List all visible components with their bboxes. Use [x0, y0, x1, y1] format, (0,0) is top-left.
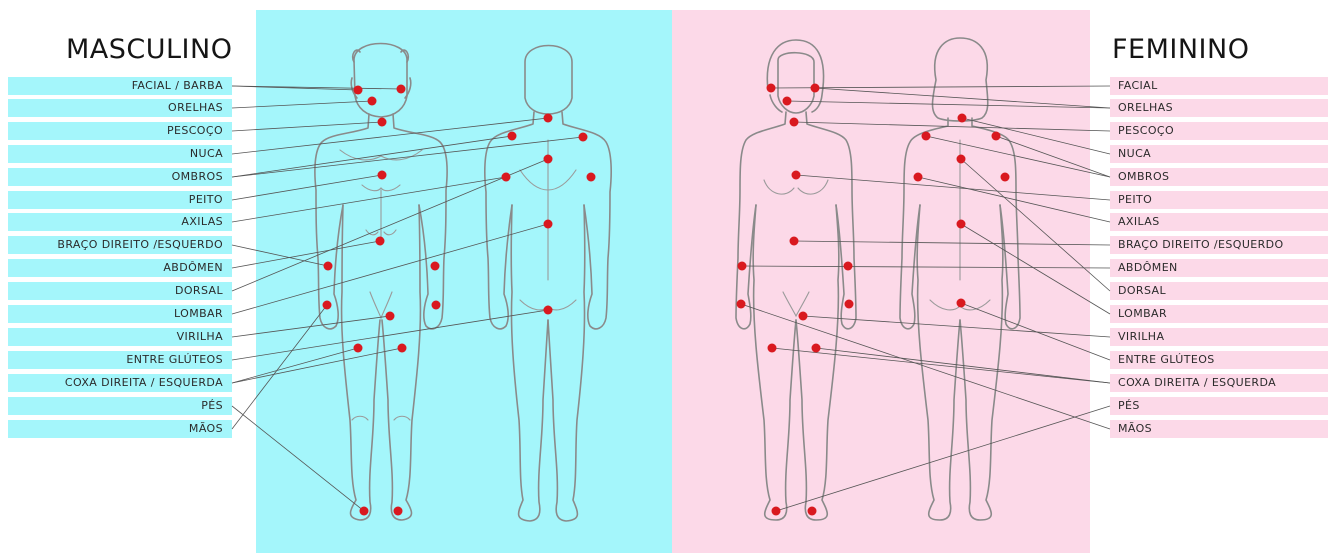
male-marker-orelhas	[368, 97, 377, 106]
male-marker-pe-right	[394, 507, 403, 516]
male-marker-dorsal	[544, 155, 553, 164]
female-marker-pe-right	[808, 507, 817, 516]
male-front-figure	[315, 44, 447, 521]
male-marker-coxa-left	[354, 344, 363, 353]
female-leader-lines	[741, 86, 1110, 511]
male-marker-axila-right	[587, 173, 596, 182]
male-marker-virilha	[386, 312, 395, 321]
female-marker-facial	[767, 84, 776, 93]
female-marker-facial-right	[811, 84, 820, 93]
female-marker-pescoco	[790, 118, 799, 127]
female-marker-axila-left	[914, 173, 923, 182]
female-marker-lombar	[957, 220, 966, 229]
female-marker-orelhas	[783, 97, 792, 106]
male-marker-facial-right	[397, 85, 406, 94]
male-marker-braco-left	[324, 262, 333, 271]
female-marker-peito	[792, 171, 801, 180]
male-marker-axila-left	[502, 173, 511, 182]
male-marker-abdomen	[376, 237, 385, 246]
male-marker-lombar	[544, 220, 553, 229]
male-marker-pe-left	[360, 507, 369, 516]
male-marker-peito	[378, 171, 387, 180]
female-marker-abdomen	[790, 237, 799, 246]
female-marker-mao-left	[737, 300, 746, 309]
female-marker-virilha	[799, 312, 808, 321]
male-marker-mao-right	[432, 301, 441, 310]
female-marker-braco-left	[738, 262, 747, 271]
female-marker-pe-left	[772, 507, 781, 516]
female-marker-mao-right	[845, 300, 854, 309]
female-marker-axila-right	[1001, 173, 1010, 182]
male-marker-ombro-right	[579, 133, 588, 142]
male-markers	[323, 85, 596, 516]
male-marker-braco-right	[431, 262, 440, 271]
female-marker-coxa-left	[768, 344, 777, 353]
male-marker-mao-left	[323, 301, 332, 310]
male-marker-coxa-right	[398, 344, 407, 353]
male-marker-facial	[354, 86, 363, 95]
female-marker-entre-gluteos	[957, 299, 966, 308]
female-back-figure	[900, 38, 1020, 520]
male-marker-pescoco	[378, 118, 387, 127]
male-marker-ombro-left	[508, 132, 517, 141]
female-marker-ombro-right	[992, 132, 1001, 141]
female-marker-ombro-left	[922, 132, 931, 141]
female-marker-dorsal	[957, 155, 966, 164]
male-marker-entre-gluteos	[544, 306, 553, 315]
female-front-figure	[736, 40, 856, 520]
female-marker-coxa-right	[812, 344, 821, 353]
male-marker-nuca	[544, 114, 553, 123]
female-marker-nuca	[958, 114, 967, 123]
male-leader-lines	[232, 86, 583, 511]
female-marker-braco-right	[844, 262, 853, 271]
